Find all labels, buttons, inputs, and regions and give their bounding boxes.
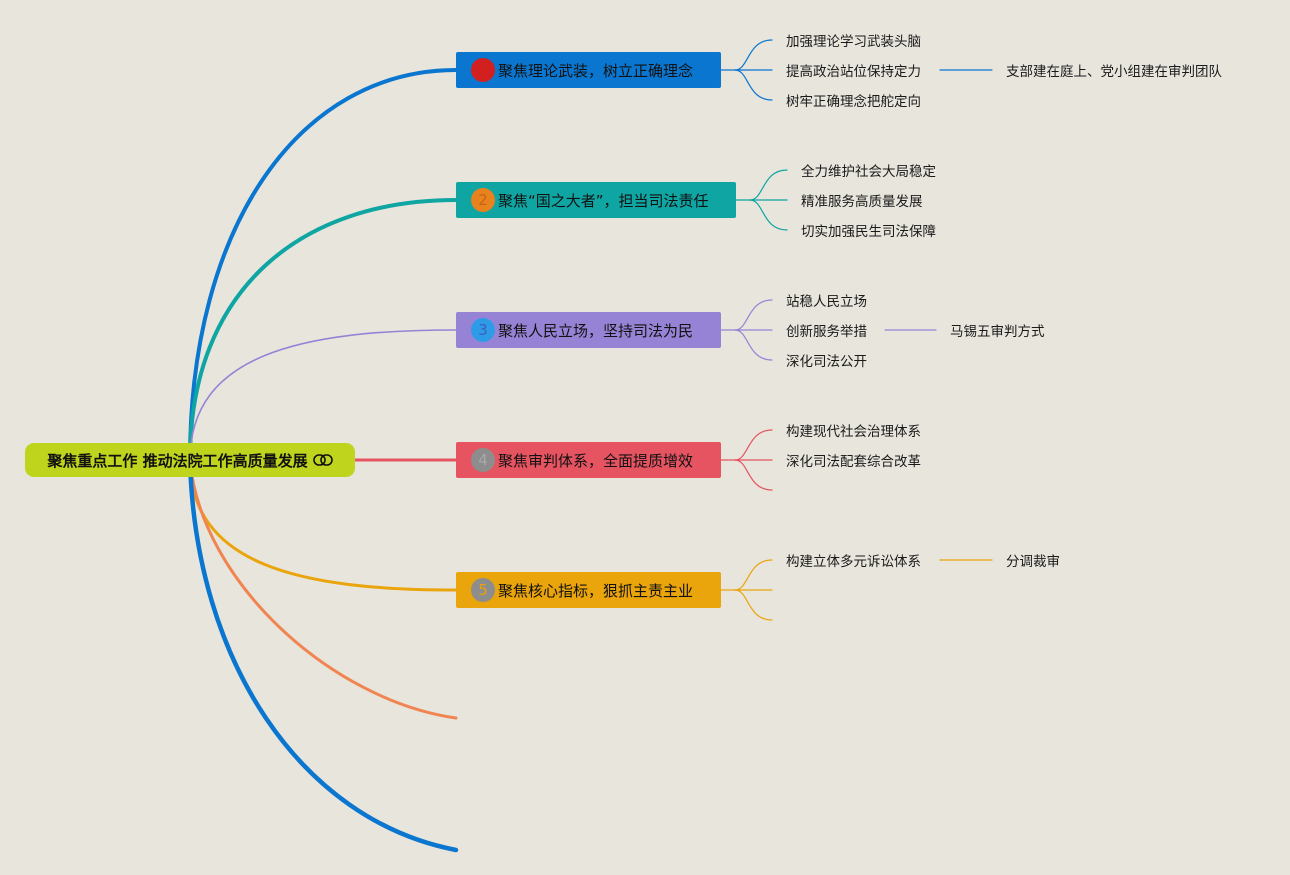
- subtopic-detail[interactable]: 支部建在庭上、党小组建在审判团队: [1006, 64, 1222, 80]
- branch-topic-1[interactable]: 1 聚焦理论武装，树立正确理念: [456, 52, 721, 88]
- subtopic-connector: [734, 39, 773, 71]
- subtopic-connector: [734, 299, 773, 331]
- subtopic[interactable]: 切实加强民生司法保障: [801, 224, 936, 240]
- root-topic[interactable]: 聚焦重点工作 推动法院工作高质量发展: [25, 443, 355, 477]
- number-badge-5: 5: [471, 578, 495, 602]
- branch-topic-label: 聚焦理论武装，树立正确理念: [498, 61, 694, 80]
- branch-topic-label: 聚焦审判体系，全面提质增效: [498, 451, 694, 470]
- subtopic-detail[interactable]: 马锡五审判方式: [950, 324, 1045, 340]
- subtopic[interactable]: 站稳人民立场: [786, 294, 867, 310]
- subtopic-connector: [734, 329, 773, 361]
- root-topic-label: 聚焦重点工作 推动法院工作高质量发展: [47, 451, 308, 470]
- subtopic-connector: [749, 169, 788, 201]
- branch-topic-3[interactable]: 3 聚焦人民立场，坚持司法为民: [456, 312, 721, 348]
- subtopic[interactable]: 构建立体多元诉讼体系: [786, 554, 921, 570]
- branch-topic-2[interactable]: 2 聚焦“国之大者”，担当司法责任: [456, 182, 736, 218]
- branch-topic-label: 聚焦人民立场，坚持司法为民: [498, 321, 694, 340]
- branch-topic-label: 聚焦核心指标，狠抓主责主业: [498, 581, 694, 600]
- branch-connector: [189, 329, 457, 461]
- branch-connector: [188, 198, 458, 462]
- subtopic-connector: [734, 69, 773, 101]
- subtopic-connector: [734, 559, 773, 591]
- number-badge-3: 3: [471, 318, 495, 342]
- subtopic[interactable]: 全力维护社会大局稳定: [801, 164, 936, 180]
- subtopic-detail[interactable]: 分调裁审: [1006, 554, 1060, 570]
- subtopic[interactable]: 创新服务举措: [786, 324, 867, 340]
- subtopic[interactable]: 树牢正确理念把舵定向: [786, 94, 921, 110]
- subtopic[interactable]: 构建现代社会治理体系: [786, 424, 921, 440]
- branch-topic-label: 聚焦“国之大者”，担当司法责任: [498, 191, 709, 210]
- subtopic[interactable]: 深化司法配套综合改革: [786, 454, 921, 470]
- branch-connector-extra: [187, 457, 459, 853]
- number-badge-1: 1: [471, 58, 495, 82]
- subtopic-connector: [734, 429, 773, 461]
- branch-connector-extra: [188, 458, 458, 720]
- number-badge-4: 4: [471, 448, 495, 472]
- subtopic[interactable]: 精准服务高质量发展: [801, 194, 923, 210]
- branch-topic-4[interactable]: 4 聚焦审判体系，全面提质增效: [456, 442, 721, 478]
- subtopic-connector: [734, 459, 773, 491]
- link-icon[interactable]: [312, 454, 333, 466]
- subtopic[interactable]: 深化司法公开: [786, 354, 867, 370]
- number-badge-2: 2: [471, 188, 495, 212]
- branch-topic-5[interactable]: 5 聚焦核心指标，狠抓主责主业: [456, 572, 721, 608]
- subtopic-connector: [734, 589, 773, 621]
- subtopic-connector: [749, 199, 788, 231]
- branch-connector: [188, 68, 458, 462]
- subtopic[interactable]: 提高政治站位保持定力: [786, 64, 921, 80]
- subtopic[interactable]: 加强理论学习武装头脑: [786, 34, 921, 50]
